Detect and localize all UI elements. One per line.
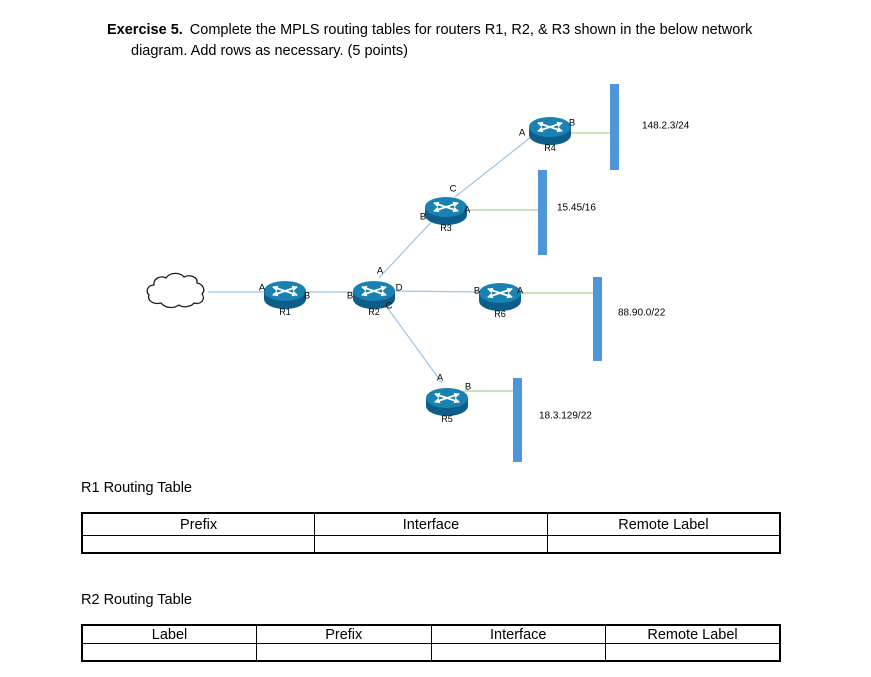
- iface-label-R4-B: B: [569, 118, 575, 129]
- router-R4-icon: [529, 117, 571, 145]
- network-bar-1: [538, 170, 547, 255]
- table-row: [81, 643, 781, 662]
- table-row: [81, 535, 781, 554]
- column-header-remote-label: Remote Label: [605, 624, 781, 644]
- column-header-label: Label: [81, 624, 257, 644]
- router-label-R5: R5: [441, 414, 453, 424]
- table-cell: [81, 535, 316, 554]
- iface-label-R2-B: B: [347, 291, 353, 302]
- link-r2-r3: [378, 218, 435, 279]
- network-bar-0: [610, 84, 619, 170]
- iface-label-R2-D: D: [396, 283, 403, 294]
- network-diagram: 148.2.3/24 15.45/16 88.90.0/22 18.3.129/22 R…: [146, 84, 690, 462]
- iface-label-R5-B: B: [465, 382, 471, 393]
- iface-label-R3-C: C: [450, 184, 457, 195]
- title-text: Complete the MPLS routing tables for rou…: [189, 22, 753, 38]
- network-label-3: 18.3.129/22: [539, 411, 592, 422]
- router-label-R1: R1: [279, 307, 291, 317]
- title-line-2: diagram. Add rows as necessary. (5 point…: [131, 43, 408, 59]
- iface-label-R6-A: A: [517, 286, 524, 297]
- router-R5-icon: [426, 388, 468, 416]
- router-R3-icon: [425, 197, 467, 225]
- exercise-title: Exercise 5. Complete the MPLS routing tab…: [107, 20, 807, 62]
- exercise-number-label: Exercise 5.: [107, 22, 183, 38]
- title-line-1: Exercise 5. Complete the MPLS routing tab…: [107, 20, 807, 41]
- iface-label-R5-A: A: [437, 373, 444, 384]
- table-cell: [81, 643, 257, 662]
- router-R6-icon: [479, 283, 521, 311]
- iface-label-R2-C: C: [386, 301, 393, 312]
- router-label-R6: R6: [494, 309, 506, 319]
- iface-label-R1-A: A: [259, 283, 266, 294]
- router-label-R3: R3: [440, 223, 452, 233]
- router-label-R2: R2: [368, 307, 380, 317]
- column-header-interface: Interface: [430, 624, 606, 644]
- iface-label-R4-A: A: [519, 128, 526, 139]
- table-cell: [256, 643, 432, 662]
- link-r2-r6: [392, 290, 483, 293]
- column-header-prefix: Prefix: [81, 512, 316, 536]
- network-bar-2: [593, 277, 602, 361]
- router-R1-icon: [264, 281, 306, 309]
- iface-label-R1-B: B: [304, 291, 310, 302]
- network-bar-3: [513, 378, 522, 462]
- r2-table-heading: R2 Routing Table: [81, 592, 192, 608]
- table-cell: [605, 643, 781, 662]
- link-r2-r5: [383, 302, 443, 384]
- network-label-0: 148.2.3/24: [642, 121, 690, 132]
- column-header-prefix: Prefix: [256, 624, 432, 644]
- r1-table-heading: R1 Routing Table: [81, 480, 192, 496]
- router-R2-icon: [353, 281, 395, 309]
- router-label-R4: R4: [544, 143, 556, 153]
- column-header-remote-label: Remote Label: [546, 512, 781, 536]
- iface-label-R3-B: B: [420, 212, 426, 223]
- iface-label-R6-B: B: [474, 286, 480, 297]
- table-cell: [314, 535, 548, 554]
- link-r3-r4: [454, 136, 532, 198]
- network-label-2: 88.90.0/22: [618, 308, 666, 319]
- column-header-interface: Interface: [314, 512, 548, 536]
- network-label-1: 15.45/16: [557, 203, 596, 214]
- table-cell: [546, 535, 781, 554]
- table-cell: [430, 643, 606, 662]
- internet-cloud-icon: [146, 272, 205, 309]
- iface-label-R2-A: A: [377, 266, 384, 277]
- iface-label-R3-A: A: [464, 205, 471, 216]
